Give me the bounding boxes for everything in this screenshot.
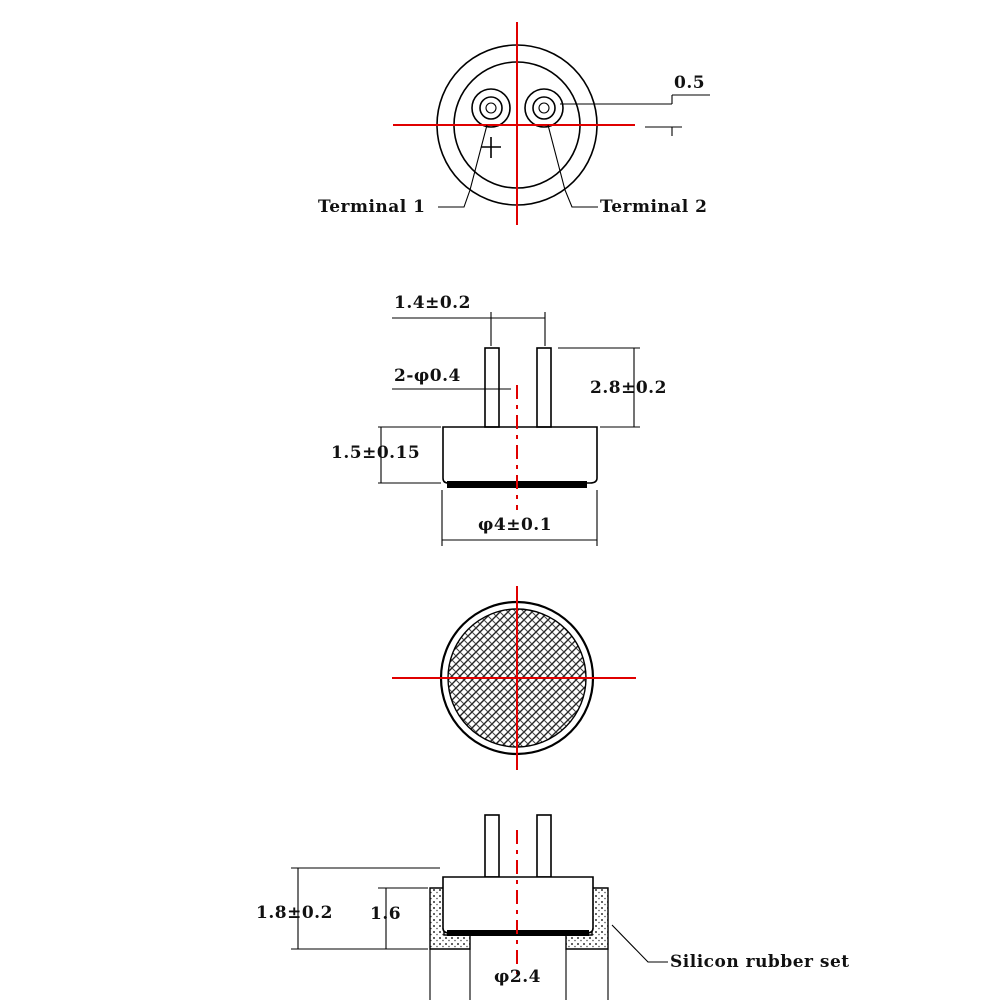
body-outline — [442, 426, 598, 484]
terminal-1-label: Terminal 1 — [318, 197, 426, 217]
terminal-1-pad-outer — [471, 88, 511, 128]
terminal-1-pad-inner — [479, 96, 503, 120]
terminal-2-leader — [547, 124, 598, 208]
side-view: 1.4±0.2 2-φ0.4 2.8±0.2 1.5±0.15 φ4±0.1 — [331, 293, 667, 546]
mounted-pin-right — [536, 814, 552, 878]
body-height-label: 1.5±0.15 — [331, 443, 420, 463]
boot-label: Silicon rubber set — [670, 952, 850, 972]
boot-leader — [611, 924, 668, 963]
overall-height-label: 1.8±0.2 — [256, 903, 333, 923]
port-diameter-label: φ2.4 — [494, 967, 541, 987]
pin-spacing-label: 1.4±0.2 — [394, 293, 471, 313]
inner-height-label: 1.6 — [370, 904, 401, 924]
pin-length-label: 2.8±0.2 — [590, 378, 667, 398]
pin-left — [484, 347, 500, 428]
terminal-1-pad-core — [485, 102, 497, 114]
mounted-pin-left — [484, 814, 500, 878]
terminal-2-pad-outer — [524, 88, 564, 128]
terminal-1-leader — [438, 124, 488, 208]
pin-diameter-label: 2-φ0.4 — [394, 366, 461, 386]
terminal-2-pad-inner — [532, 96, 556, 120]
mounted-view: 1.8±0.2 1.6 φ2.4 Silicon rubber set — [256, 814, 850, 1000]
terminal-2-label: Terminal 2 — [600, 197, 708, 217]
top-view: 0.5 Terminal 1 Terminal 2 — [318, 22, 710, 225]
pin-right — [536, 347, 552, 428]
body-diameter-label: φ4±0.1 — [478, 515, 552, 535]
gap-dim-label: 0.5 — [674, 73, 705, 93]
front-view — [392, 586, 636, 770]
terminal-2-pad-core — [538, 102, 550, 114]
